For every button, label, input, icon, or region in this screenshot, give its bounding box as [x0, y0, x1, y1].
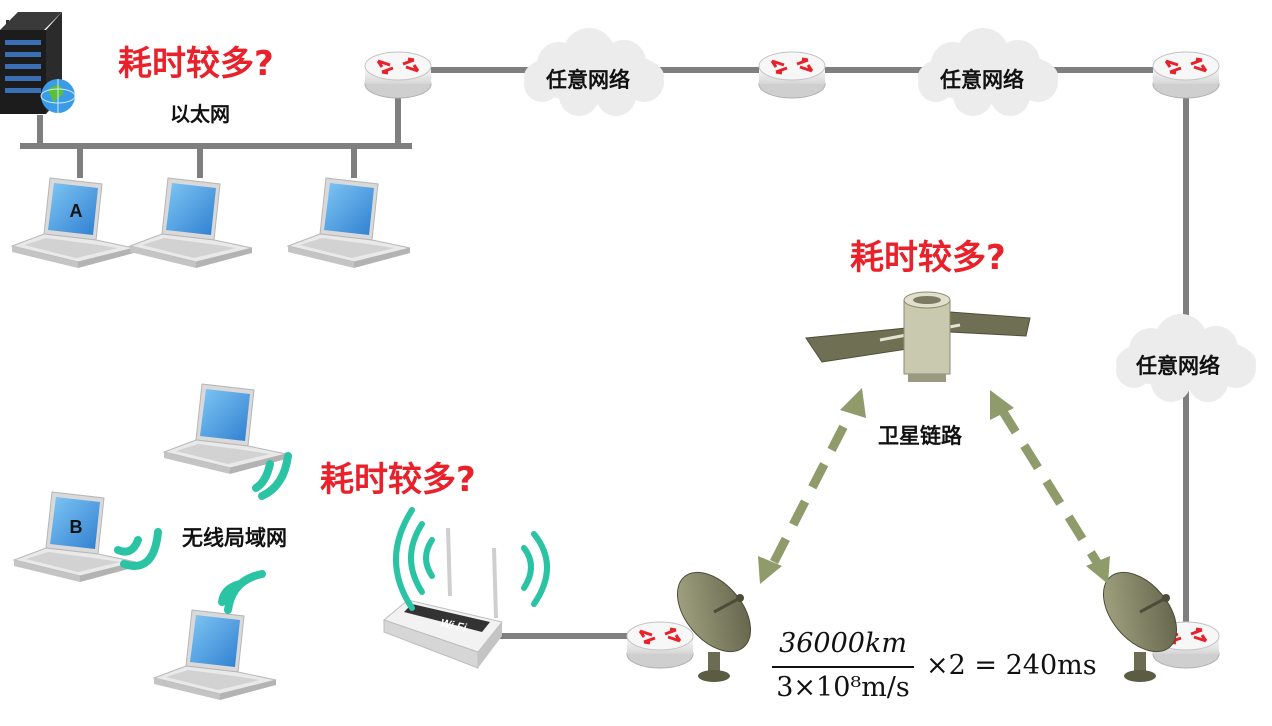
wifi-badge: Wi Fi	[439, 617, 468, 634]
host-b-label: B	[70, 517, 83, 537]
formula-result: ×2 = 240ms	[926, 650, 1097, 681]
satellite-downlink-arrow	[990, 390, 1110, 584]
formula-fraction-bar	[772, 666, 914, 668]
host-a-label: A	[70, 201, 83, 221]
question-ethernet: 耗时较多?	[118, 44, 274, 84]
any-network-label-3: 任意网络	[1136, 354, 1220, 378]
laptop-icon	[11, 177, 135, 269]
ethernet-label: 以太网	[170, 102, 230, 126]
router-icon	[1151, 50, 1221, 100]
satellite-uplink-arrow	[758, 388, 866, 584]
router-icon	[757, 50, 827, 100]
network-links	[20, 67, 1189, 640]
laptop-icon	[153, 609, 277, 701]
wifi-signal-icon	[114, 528, 162, 570]
satellite-icon	[805, 291, 1031, 382]
laptop-icon	[129, 177, 253, 269]
server-icon	[0, 12, 76, 114]
latency-formula: 36000km 3×10⁸m/s ×2 = 240ms	[768, 626, 1128, 714]
formula-denominator: 3×10⁸m/s	[776, 672, 910, 703]
router-icon	[625, 620, 695, 670]
wlan-label: 无线局域网	[182, 526, 287, 550]
question-wlan: 耗时较多?	[320, 460, 476, 500]
any-network-label-1: 任意网络	[546, 68, 630, 92]
wifi-signal-icon	[252, 452, 292, 500]
wifi-signal-icon	[218, 570, 266, 614]
laptop-icon	[163, 383, 287, 475]
any-network-label-2: 任意网络	[940, 68, 1024, 92]
laptop-icon	[13, 491, 137, 583]
formula-numerator: 36000km	[779, 628, 907, 659]
question-satellite: 耗时较多?	[850, 238, 1006, 278]
router-icon	[363, 50, 433, 100]
satellite-link-label: 卫星链路	[878, 424, 962, 448]
laptop-icon	[287, 177, 411, 269]
wifi-router-icon: Wi Fi	[382, 507, 550, 669]
